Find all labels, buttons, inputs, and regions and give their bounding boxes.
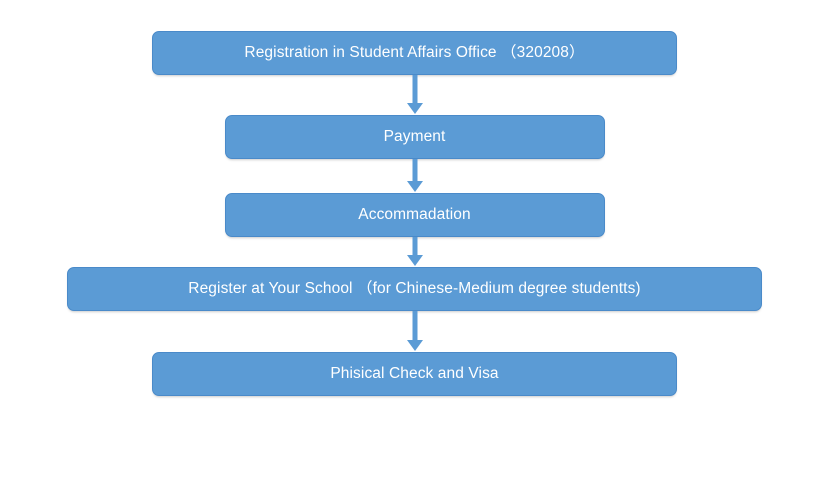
arrow-head bbox=[406, 181, 423, 192]
arrow-head bbox=[406, 255, 423, 266]
arrow-down-icon bbox=[406, 237, 423, 267]
arrow-down-icon bbox=[406, 75, 423, 115]
arrow-shaft bbox=[412, 311, 417, 341]
flow-step-payment[interactable]: Payment bbox=[224, 115, 605, 159]
connector-3-to-4 bbox=[0, 237, 829, 267]
flow-step-row-5: Phisical Check and Visa bbox=[0, 352, 829, 396]
flow-step-row-2: Payment bbox=[0, 115, 829, 159]
arrow-down-icon bbox=[406, 311, 423, 352]
flow-step-physical-check-and-visa[interactable]: Phisical Check and Visa bbox=[152, 352, 677, 396]
connector-4-to-5 bbox=[0, 311, 829, 352]
arrow-shaft bbox=[412, 237, 417, 256]
flow-step-row-3: Accommadation bbox=[0, 193, 829, 237]
arrow-head bbox=[406, 103, 423, 114]
connector-1-to-2 bbox=[0, 75, 829, 115]
flow-step-accommodation[interactable]: Accommadation bbox=[224, 193, 605, 237]
flow-step-registration[interactable]: Registration in Student Affairs Office （… bbox=[152, 31, 677, 75]
arrow-shaft bbox=[412, 75, 417, 104]
arrow-shaft bbox=[412, 159, 417, 182]
flow-step-register-at-school[interactable]: Register at Your School （for Chinese-Med… bbox=[67, 267, 762, 311]
connector-2-to-3 bbox=[0, 159, 829, 193]
arrow-head bbox=[406, 340, 423, 351]
arrow-down-icon bbox=[406, 159, 423, 193]
flow-step-row-4: Register at Your School （for Chinese-Med… bbox=[0, 267, 829, 311]
flow-step-row-1: Registration in Student Affairs Office （… bbox=[0, 31, 829, 75]
